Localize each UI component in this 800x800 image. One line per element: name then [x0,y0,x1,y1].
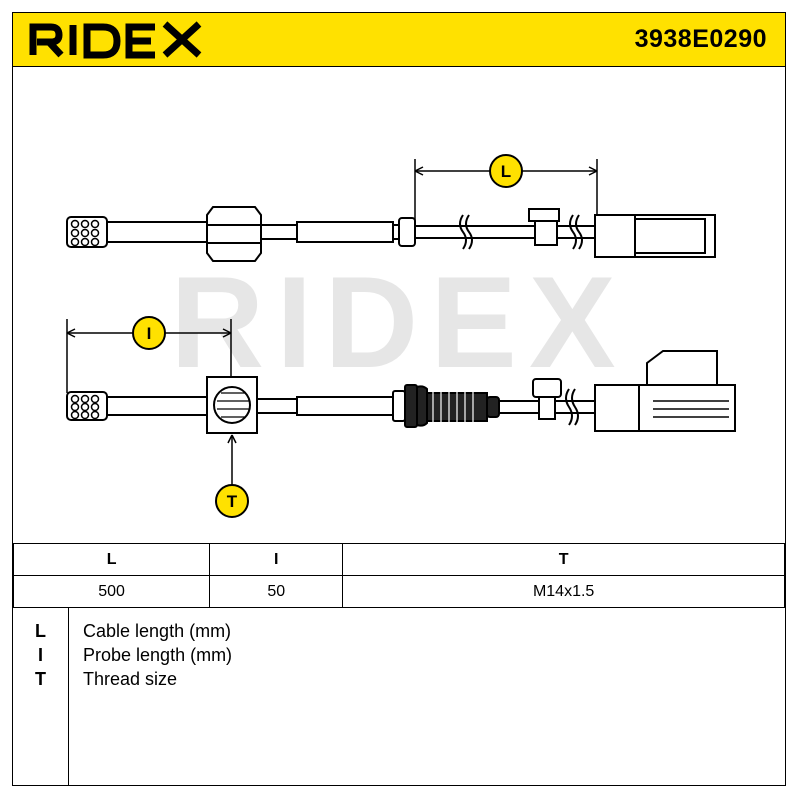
legend-description: Cable length (mm) [83,621,232,641]
value-cell: 50 [209,575,344,608]
top-sensor [66,206,716,262]
value-cell: M14x1.5 [342,575,785,608]
header-cell: L [12,543,211,576]
label-l: L [501,162,511,181]
bottom-sensor [66,350,736,434]
table-header-row: L I T [12,543,785,576]
value-cell: 500 [12,575,211,608]
spec-table: L I T 500 50 M14x1.5 [12,543,785,608]
legend: L I T Cable length (mm) Probe length (mm… [13,607,785,786]
table-row: 500 50 M14x1.5 [12,575,785,608]
brand-logo [29,21,202,59]
header-bar: 3938E0290 [13,13,785,67]
legend-keys-column: L I T [13,608,69,786]
legend-key: L [35,621,46,641]
dimension-cable-length [414,159,598,227]
watermark: RIDEX [170,249,627,395]
part-number: 3938E0290 [634,25,767,53]
legend-description: Thread size [83,669,178,689]
header-cell: I [209,543,344,576]
legend-key: T [35,669,46,689]
label-bubble-l [489,154,523,188]
label-i: I [147,324,152,343]
label-t: T [227,492,238,511]
legend-description: Probe length (mm) [83,645,233,665]
thread-callout [227,434,237,485]
legend-key: I [37,645,43,665]
label-bubble-i [132,316,166,350]
sensor-drawing: RIDEX [66,154,736,518]
label-bubble-t [215,484,249,518]
header-cell: T [342,543,785,576]
product-sheet: 3938E0290 RIDEX [12,12,786,786]
